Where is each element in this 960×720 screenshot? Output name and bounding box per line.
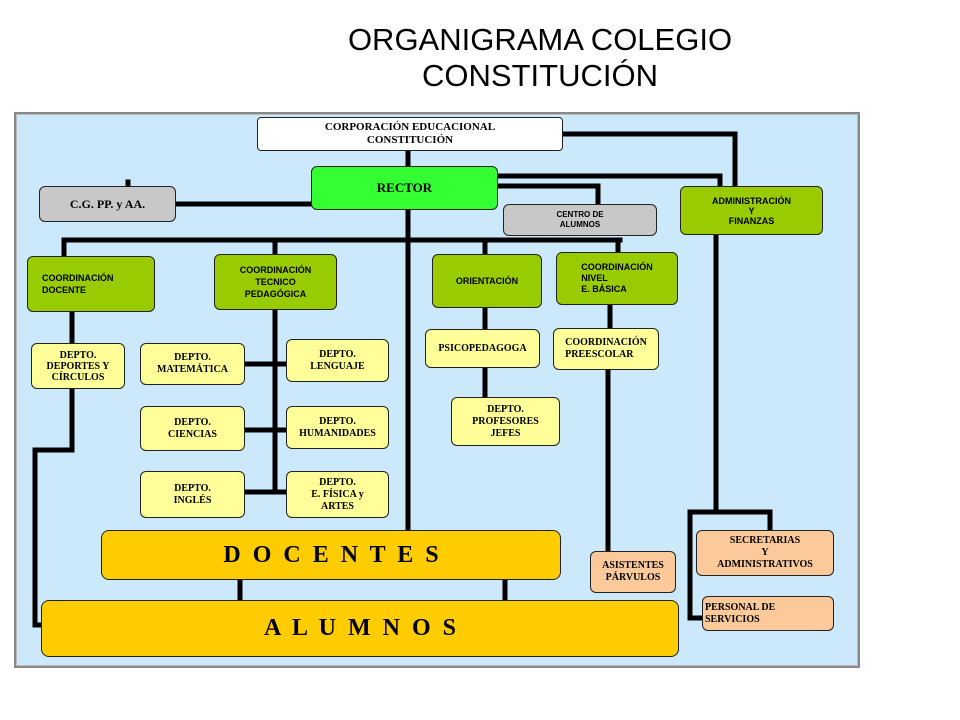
depto-ingles-box: DEPTO. INGLÉS [140, 471, 245, 518]
secretarias-box: SECRETARIAS Y ADMINISTRATIVOS [696, 530, 834, 576]
asistentes-box: ASISTENTES PÁRVULOS [590, 551, 676, 593]
coord-docente-box: COORDINACIÓN DOCENTE [27, 256, 155, 312]
depto-deportes-box: DEPTO. DEPORTES Y CÍRCULOS [31, 343, 125, 389]
page-title: ORGANIGRAMA COLEGIO CONSTITUCIÓN [347, 22, 733, 93]
orientacion-box: ORIENTACIÓN [432, 254, 542, 308]
personal-box: PERSONAL DE SERVICIOS [702, 596, 834, 631]
depto-humanidades-box: DEPTO. HUMANIDADES [286, 406, 389, 449]
depto-ciencias-box: DEPTO. CIENCIAS [140, 406, 245, 451]
depto-lenguaje-box: DEPTO. LENGUAJE [286, 339, 389, 382]
depto-profesores-box: DEPTO. PROFESORES JEFES [451, 397, 560, 446]
administracion-box: ADMINISTRACIÓN Y FINANZAS [680, 186, 823, 235]
cgpp-box: C.G. PP. y AA. [39, 186, 176, 222]
coord-preescolar-box: COORDINACIÓN PREESCOLAR [553, 328, 659, 370]
centro-alumnos-box: CENTRO DE ALUMNOS [503, 204, 657, 236]
docentes-box: D O C E N T E S [101, 530, 561, 580]
coord-nivel-box: COORDINACIÓN NIVEL E. BÁSICA [556, 252, 678, 305]
corporacion-box: CORPORACIÓN EDUCACIONAL CONSTITUCIÓN [257, 117, 563, 151]
depto-efisica-box: DEPTO. E. FÍSICA y ARTES [286, 471, 389, 518]
alumnos-box: A L U M N O S [41, 600, 679, 657]
coord-tecnico-box: COORDINACIÓN TECNICO PEDAGÓGICA [214, 254, 337, 310]
rector-box: RECTOR [311, 166, 498, 210]
depto-matematica-box: DEPTO. MATEMÁTICA [140, 343, 245, 385]
psicopedagoga-box: PSICOPEDAGOGA [425, 329, 540, 368]
